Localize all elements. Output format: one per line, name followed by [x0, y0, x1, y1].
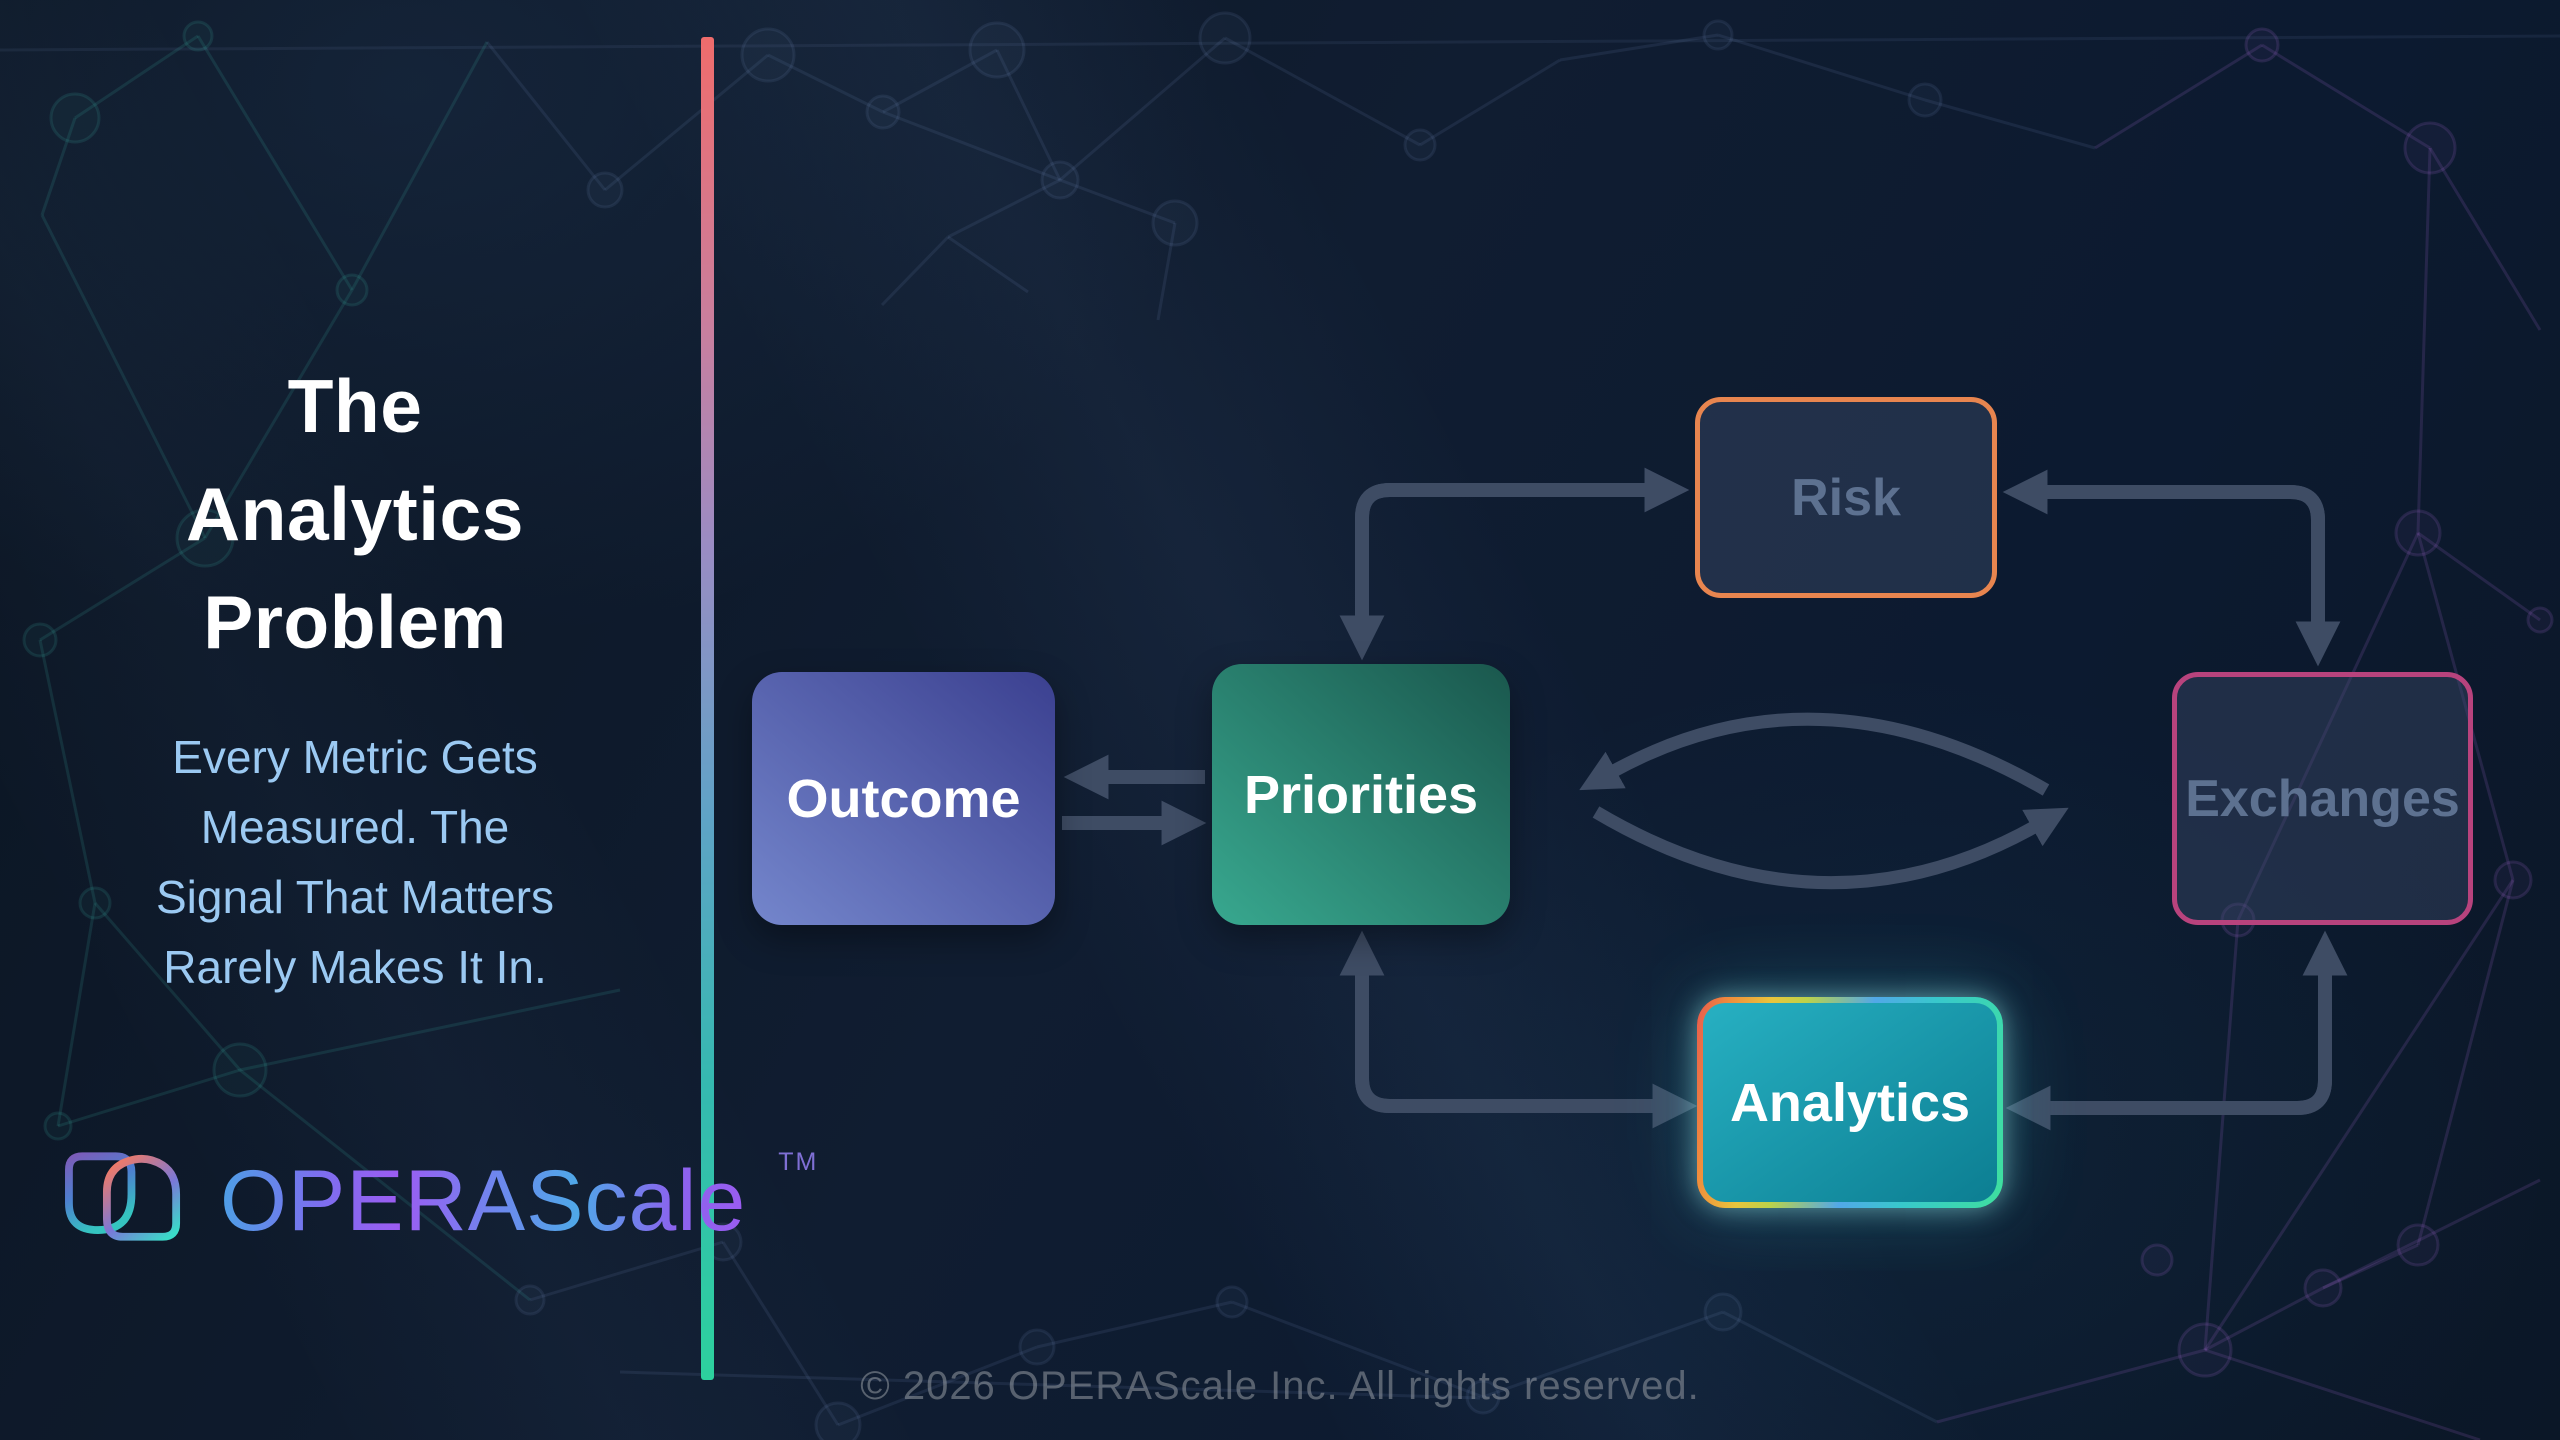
network-purple-mesh — [1936, 27, 2554, 1440]
node-priorities: Priorities — [1212, 664, 1510, 925]
edge-risk-to-exchanges — [2043, 485, 2341, 667]
edge-cycle-bottom-arc — [1592, 806, 2069, 890]
trademark-symbol: TM — [778, 1148, 819, 1176]
network-top-line — [0, 34, 2560, 52]
subtitle-line-4: Rarely Makes It In. — [163, 941, 547, 993]
edge-risk-to-priorities — [1339, 483, 1649, 661]
subtitle-line-3: Signal That Matters — [155, 871, 554, 923]
network-teal-mesh — [22, 20, 621, 1302]
brand-wordmark: OPERAScale — [220, 1153, 747, 1249]
node-risk: Risk — [1695, 397, 1997, 598]
title-line-1: The — [287, 364, 423, 448]
node-exchanges-label: Exchanges — [2185, 769, 2460, 828]
node-analytics-label: Analytics — [1729, 1072, 1971, 1133]
subtitle-line-2: Measured. The — [200, 801, 510, 853]
slide-title: The Analytics Problem — [30, 352, 680, 676]
divider-line — [701, 37, 714, 1380]
edge-analytics-to-priorities — [1339, 930, 1657, 1113]
edge-analytics-to-exchanges — [2046, 930, 2348, 1115]
edge-priorities-to-analytics — [1355, 971, 1698, 1129]
subtitle-line-1: Every Metric Gets — [172, 731, 538, 783]
slide-subtitle: Every Metric Gets Measured. The Signal T… — [20, 722, 690, 1002]
brand-logo: OPERAScale TM — [60, 1146, 818, 1256]
title-line-2: Analytics — [186, 472, 524, 556]
node-analytics: Analytics — [1697, 997, 2003, 1208]
edge-priorities-to-risk — [1355, 467, 1690, 620]
node-priorities-label: Priorities — [1243, 764, 1479, 825]
node-outcome: Outcome — [752, 672, 1055, 925]
title-line-3: Problem — [203, 580, 507, 664]
node-analytics-inner: Analytics — [1703, 1003, 1997, 1202]
node-outcome-label: Outcome — [786, 768, 1021, 829]
operascale-logo-icon — [65, 1152, 181, 1241]
node-risk-label: Risk — [1791, 468, 1901, 527]
edge-exchanges-to-analytics — [2005, 971, 2332, 1131]
logo-left-ring — [65, 1152, 136, 1234]
network-slate-mesh — [485, 11, 2096, 1440]
logo-right-ring — [102, 1154, 181, 1241]
copyright-footer: © 2026 OPERAScale Inc. All rights reserv… — [860, 1364, 1700, 1408]
edge-exchanges-to-risk — [2002, 469, 2325, 626]
edge-cycle-top-arc — [1579, 712, 2050, 796]
node-exchanges: Exchanges — [2172, 672, 2473, 925]
